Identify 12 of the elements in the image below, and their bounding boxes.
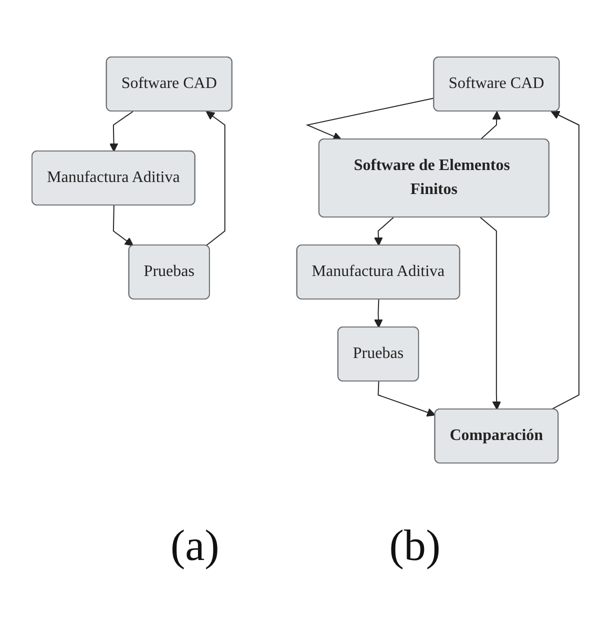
arrow [374, 217, 394, 246]
arrow [480, 217, 502, 410]
arrow [306, 98, 435, 140]
arrow [112, 205, 134, 246]
arrow [550, 111, 580, 410]
arrow [378, 381, 436, 417]
panel-label: (b) [389, 520, 441, 571]
arrow [206, 111, 226, 246]
arrow [374, 299, 383, 328]
arrow [480, 111, 502, 140]
panel-label: (a) [170, 520, 220, 571]
arrow [109, 111, 134, 152]
